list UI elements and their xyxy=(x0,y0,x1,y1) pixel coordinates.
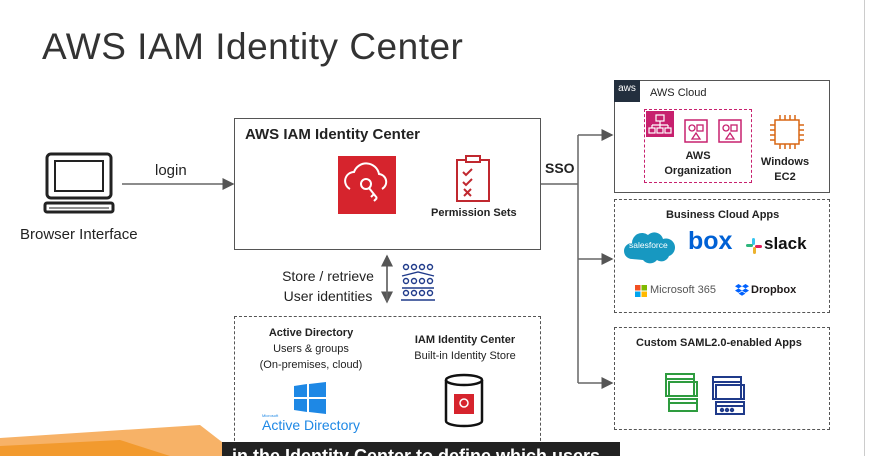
microsoft-logo-icon xyxy=(635,285,647,297)
ad-title: Active Directory xyxy=(268,327,354,339)
ad-logo-small: Microsoft xyxy=(262,413,279,418)
identity-center-box xyxy=(234,118,541,250)
salesforce-text: salesforce xyxy=(629,240,668,250)
slack-text: slack xyxy=(764,234,807,253)
ec2-line2: EC2 xyxy=(774,171,796,183)
org-line1: AWS xyxy=(685,150,711,162)
browser-label: Browser Interface xyxy=(20,226,138,243)
identity-store-icon xyxy=(444,373,484,428)
business-apps-title: Business Cloud Apps xyxy=(666,209,780,221)
windows-logo-icon xyxy=(294,382,326,414)
ec2-line1: Windows xyxy=(760,156,810,168)
idstore-subtitle: Built-in Identity Store xyxy=(414,350,516,362)
custom-saml-box xyxy=(614,327,830,430)
idstore-title: IAM Identity Center xyxy=(414,334,516,346)
users-group-icon xyxy=(401,263,435,301)
custom-saml-title: Custom SAML2.0-enabled Apps xyxy=(636,337,802,349)
ec2-chip-icon xyxy=(770,115,804,149)
business-apps-box xyxy=(614,199,830,313)
idstore-text: IAM Identity Center Built-in Identity St… xyxy=(395,332,535,364)
box-logo: box xyxy=(688,227,733,255)
store-retrieve-text: Store / retrieve User identities xyxy=(268,266,388,306)
ad-line1: Users & groups xyxy=(273,343,349,355)
salesforce-logo-icon xyxy=(624,232,676,264)
permission-sets-label: Permission Sets xyxy=(431,207,517,219)
permission-sets-icon xyxy=(456,155,490,202)
org-line2: Organization xyxy=(664,165,732,177)
dropbox-text: Dropbox xyxy=(751,284,797,296)
app-window-icon-green xyxy=(665,373,698,412)
identity-center-title: AWS IAM Identity Center xyxy=(245,126,421,143)
active-directory-text: Active Directory Users & groups (On-prem… xyxy=(244,325,378,373)
organization-account-icon xyxy=(646,111,674,137)
member-account-icon-2 xyxy=(718,119,742,143)
aws-cloud-label: AWS Cloud xyxy=(650,87,707,99)
page-title: AWS IAM Identity Center xyxy=(42,26,464,67)
member-account-icon xyxy=(684,119,708,143)
app-window-icon-navy xyxy=(712,376,745,415)
dropbox-logo-icon xyxy=(735,284,749,296)
windows-ec2-label: Windows EC2 xyxy=(755,155,815,185)
sso-label: SSO xyxy=(545,160,575,176)
aws-badge: aws xyxy=(614,80,640,102)
right-edge-line xyxy=(864,0,865,456)
ad-line2: (On-premises, cloud) xyxy=(259,359,363,371)
video-caption: in the Identity Center to define which u… xyxy=(222,442,620,456)
monitor-icon xyxy=(43,152,115,214)
aws-organization-label: AWS Organization xyxy=(650,149,746,179)
aws-cloud-box xyxy=(614,80,830,193)
slack-logo-icon xyxy=(746,238,762,254)
identity-center-icon xyxy=(338,156,396,214)
store-line2: User identities xyxy=(283,288,373,304)
ad-logo-text: Active Directory xyxy=(262,417,361,433)
store-line1: Store / retrieve xyxy=(282,268,374,284)
login-label: login xyxy=(155,162,187,179)
microsoft365-text: Microsoft 365 xyxy=(650,284,717,296)
aws-organization-box xyxy=(644,109,752,183)
